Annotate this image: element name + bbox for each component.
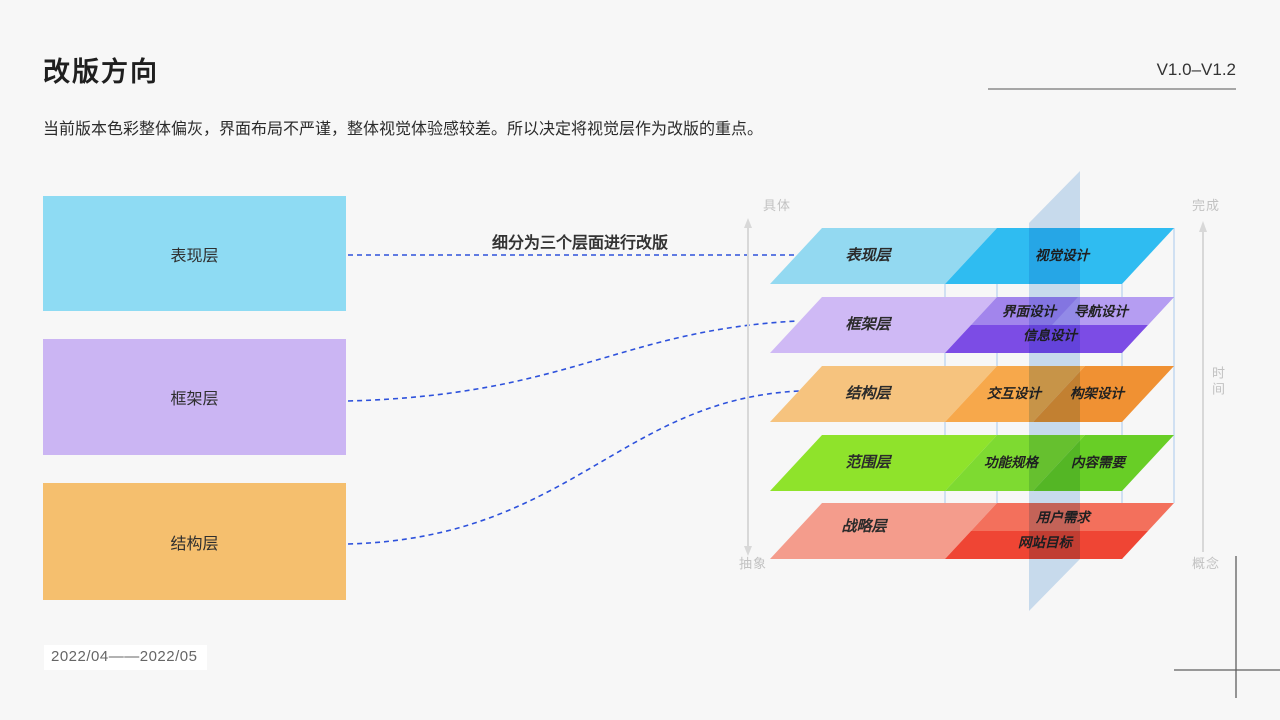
layer-framework-name: 框架层 bbox=[845, 316, 892, 333]
zone-architecture-design-label: 构架设计 bbox=[1070, 386, 1126, 401]
right-axis bbox=[1199, 221, 1207, 552]
box-structure-layer: 结构层 bbox=[43, 483, 346, 600]
box-framework-label: 框架层 bbox=[170, 391, 219, 408]
description-text: 当前版本色彩整体偏灰，界面布局不严谨，整体视觉体验感较差。所以决定将视觉层作为改… bbox=[43, 121, 764, 138]
axis-label-concrete: 具体 bbox=[763, 198, 792, 213]
box-presentation-layer: 表现层 bbox=[43, 196, 346, 311]
zone-navigation-design bbox=[1052, 297, 1174, 325]
zone-content-requirements-label: 内容需要 bbox=[1071, 455, 1127, 470]
date-range: 2022/04——2022/05 bbox=[44, 645, 208, 670]
layer-strategy-left bbox=[770, 503, 997, 559]
dashed-connectors bbox=[347, 254, 800, 545]
layer-presentation: 表现层 视觉设计 bbox=[770, 228, 1174, 284]
layer-framework: 框架层 界面设计 导航设计 信息设计 bbox=[770, 297, 1174, 353]
axis-label-abstract: 抽象 bbox=[739, 556, 768, 571]
layer-presentation-left bbox=[770, 228, 997, 284]
axis-down-arrow-icon bbox=[744, 546, 752, 556]
layer-strategy: 战略层 用户需求 网站目标 bbox=[770, 503, 1174, 559]
connector-curve-framework bbox=[347, 320, 799, 402]
axis-up-arrow-icon bbox=[1199, 221, 1207, 232]
axis-label-completion: 完成 bbox=[1192, 198, 1221, 213]
layer-scope-name: 范围层 bbox=[845, 454, 892, 471]
focus-band bbox=[1029, 171, 1080, 611]
left-axis bbox=[744, 218, 752, 556]
layer-structure-name: 结构层 bbox=[845, 385, 892, 402]
page-title: 改版方向 bbox=[43, 57, 159, 87]
box-structure-label: 结构层 bbox=[170, 535, 219, 553]
connector-note: 细分为三个层面进行改版 bbox=[491, 235, 668, 252]
axis-label-time: 时间 bbox=[1210, 366, 1225, 398]
layer-structure-left bbox=[770, 366, 997, 422]
axis-label-conception: 概念 bbox=[1192, 556, 1221, 571]
box-framework-layer: 框架层 bbox=[43, 339, 346, 455]
layer-scope: 范围层 功能规格 内容需要 bbox=[770, 435, 1174, 491]
axis-up-arrow-icon bbox=[744, 218, 752, 228]
version-label: V1.0–V1.2 bbox=[1156, 60, 1236, 79]
layer-presentation-name: 表现层 bbox=[845, 247, 892, 264]
layer-strategy-name: 战略层 bbox=[841, 517, 888, 535]
zone-navigation-design-label: 导航设计 bbox=[1074, 304, 1130, 319]
crosshair-icon bbox=[1174, 556, 1280, 698]
layer-framework-left bbox=[770, 297, 997, 353]
zone-functional-specs-label: 功能规格 bbox=[984, 455, 1039, 470]
box-presentation-label: 表现层 bbox=[170, 247, 219, 265]
version-underline bbox=[988, 88, 1236, 90]
layer-structure: 结构层 交互设计 构架设计 bbox=[770, 366, 1174, 422]
layer-scope-left bbox=[770, 435, 997, 491]
connector-curve-structure bbox=[347, 390, 800, 545]
